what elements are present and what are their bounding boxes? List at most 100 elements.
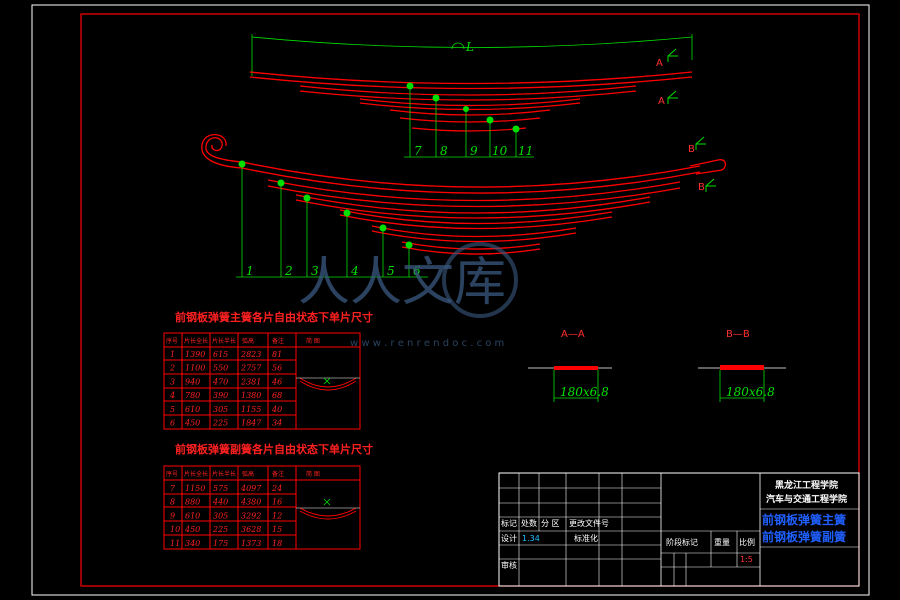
table2-cell: 24 [271,484,282,493]
table1-cell: 1155 [241,405,261,414]
svg-text:B: B [688,144,695,155]
table1-cell: 5 [170,405,175,414]
table2-cell: 9 [170,511,175,520]
svg-text:备注: 备注 [272,337,284,345]
table1-title: 前钢板弹簧主簧各片自由状态下单片尺寸 [175,310,373,324]
table2-cell: 305 [213,511,228,520]
section-b: B—B 180x6.8 [698,329,786,402]
table2-cell: 15 [272,525,282,534]
table2-title: 前钢板弹簧副簧各片自由状态下单片尺寸 [175,442,373,456]
table1-cell: 40 [271,405,282,414]
table1-cell: 390 [213,391,228,400]
table2-cell: 610 [185,511,200,520]
svg-text:B: B [698,182,705,193]
table1-cell: 6 [170,419,175,428]
aux-label-8: 8 [440,144,448,158]
table2-cell: 3628 [241,525,261,534]
table1-cell: 470 [212,377,228,386]
main-spring: B B [201,133,727,255]
svg-text:处数: 处数 [521,518,537,528]
aux-label-10: 10 [492,144,508,158]
table2-cell: 225 [212,525,228,534]
drawing-name-1: 前钢板弹簧主簧 [762,512,846,527]
table1-cell: 450 [184,419,200,428]
designer-value: 1.34 [522,534,540,543]
main-label-3: 3 [311,264,319,278]
main-label-5: 5 [387,264,395,278]
table1-cell: 2 [169,364,175,373]
table2-cell: 880 [185,498,200,507]
table2-cell: 11 [170,539,180,548]
table1-cell: 2381 [240,377,261,386]
watermark: 人人文库 w w w . r e n r e n d o c . c o m [298,242,518,349]
inner-frame [80,13,860,587]
main-label-6: 6 [413,264,421,278]
table2-cell: 3292 [241,511,261,520]
table2-cell: 175 [213,539,228,548]
table2-cell: 4380 [240,498,261,507]
svg-text:弧高: 弧高 [242,470,254,478]
svg-text:A: A [658,96,665,107]
svg-text:简 图: 简 图 [306,470,320,478]
aux-label-9: 9 [470,144,478,158]
table1-cell: 1847 [241,419,262,428]
scale-value: 1:5 [740,555,753,564]
table1-cell: 305 [213,405,228,414]
table2-cell: 7 [170,484,176,493]
table1-cell: 1100 [185,364,205,373]
table1-cell: 46 [271,377,282,386]
table1-cell: 3 [170,377,175,386]
scale-label: 比例 [739,537,755,547]
svg-text:弧高: 弧高 [242,337,254,345]
table-main-leaves: 前钢板弹簧主簧各片自由状态下单片尺寸 序号 片长全长 片长半长 弧高 备注 简 … [163,310,373,430]
table-aux-leaves: 前钢板弹簧副簧各片自由状态下单片尺寸 序号 片长全长 片长半长 弧高 备注 简 … [163,442,373,550]
watermark-url: w w w . r e n r e n d o c . c o m [350,338,504,349]
drawing-name-2: 前钢板弹簧副簧 [762,529,846,544]
table2-cell: 440 [212,498,228,507]
table2-cell: 340 [185,539,200,548]
table1-cell: 2757 [240,364,262,373]
table1-cell: 4 [169,391,175,400]
svg-text:分 区: 分 区 [541,519,560,528]
table1-cell: 34 [272,419,282,428]
table1-cell: 1390 [185,350,205,359]
table2-cell: 16 [272,498,282,507]
section-b-dim: 180x6.8 [726,385,775,399]
table2-cell: 10 [170,525,180,534]
table1-cell: 2823 [240,350,261,359]
outer-frame [31,4,870,596]
weight-label: 重量 [714,537,730,547]
main-label-1: 1 [246,264,254,278]
svg-text:片长半长: 片长半长 [212,470,236,478]
aux-spring: L A A [249,34,693,132]
watermark-logo-text: 人人文库 [298,253,506,313]
table1-cell: 225 [212,419,228,428]
table2-cell: 4097 [240,484,262,493]
svg-text:更改文件号: 更改文件号 [569,518,609,528]
table1-cell: 56 [272,364,282,373]
table1-cell: 610 [185,405,200,414]
table2-cell: 575 [213,484,228,493]
table1-cell: 550 [213,364,228,373]
main-label-2: 2 [284,264,293,278]
design-label: 设计 [501,533,517,543]
table2-cell: 18 [272,539,282,548]
aux-label-11: 11 [518,144,533,158]
svg-text:片长全长: 片长全长 [184,337,208,345]
svg-text:片长全长: 片长全长 [184,470,208,478]
table2-cell: 450 [184,525,200,534]
svg-text:标记: 标记 [501,518,517,528]
table1-cell: 1 [170,350,175,359]
svg-text:序号: 序号 [166,470,178,478]
main-leaders: 1 2 3 4 5 6 [236,160,428,278]
length-label: L [465,40,474,54]
dept-name: 汽车与交通工程学院 [766,493,847,505]
table1-cell: 68 [272,391,282,400]
section-a: A—A 180x6.8 [528,329,612,402]
table1-cell: 940 [185,377,200,386]
stage-mark-label: 阶段标记 [666,537,698,547]
table2-cell: 12 [272,511,282,520]
svg-text:备注: 备注 [272,470,284,478]
svg-text:序号: 序号 [166,337,178,345]
